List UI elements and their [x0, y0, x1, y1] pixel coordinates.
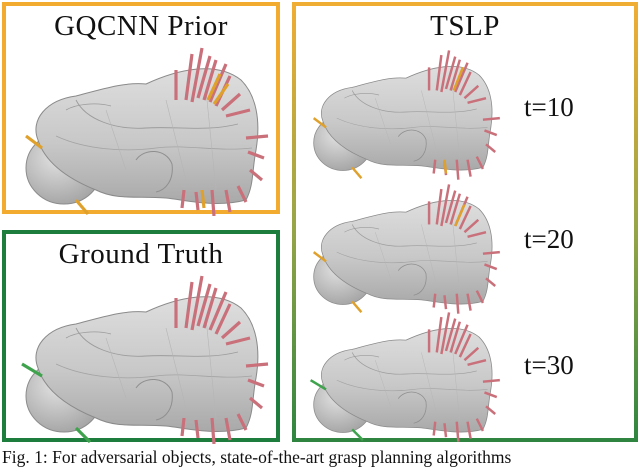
gqcnn-prior-object-render	[25, 46, 270, 216]
tslp-render-t30	[309, 311, 502, 442]
tslp-title: TSLP	[430, 10, 500, 42]
tslp-step-t30: t=30	[524, 350, 574, 380]
tslp-step-t20: t=20	[524, 224, 574, 254]
figure-caption: Fig. 1: For adversarial objects, state-o…	[2, 447, 512, 467]
ground-truth-panel: Ground Truth	[2, 230, 280, 444]
gqcnn-prior-panel: GQCNN Prior	[2, 2, 280, 216]
tslp-render-t20	[312, 183, 502, 314]
tslp-panel: TSLP t=10 t=20 t=30	[292, 2, 638, 442]
ground-truth-title: Ground Truth	[58, 238, 224, 270]
tslp-step-t10: t=10	[524, 92, 574, 122]
gqcnn-prior-title: GQCNN Prior	[54, 10, 228, 42]
ground-truth-object-render	[21, 274, 270, 444]
tslp-render-t10	[312, 49, 502, 180]
